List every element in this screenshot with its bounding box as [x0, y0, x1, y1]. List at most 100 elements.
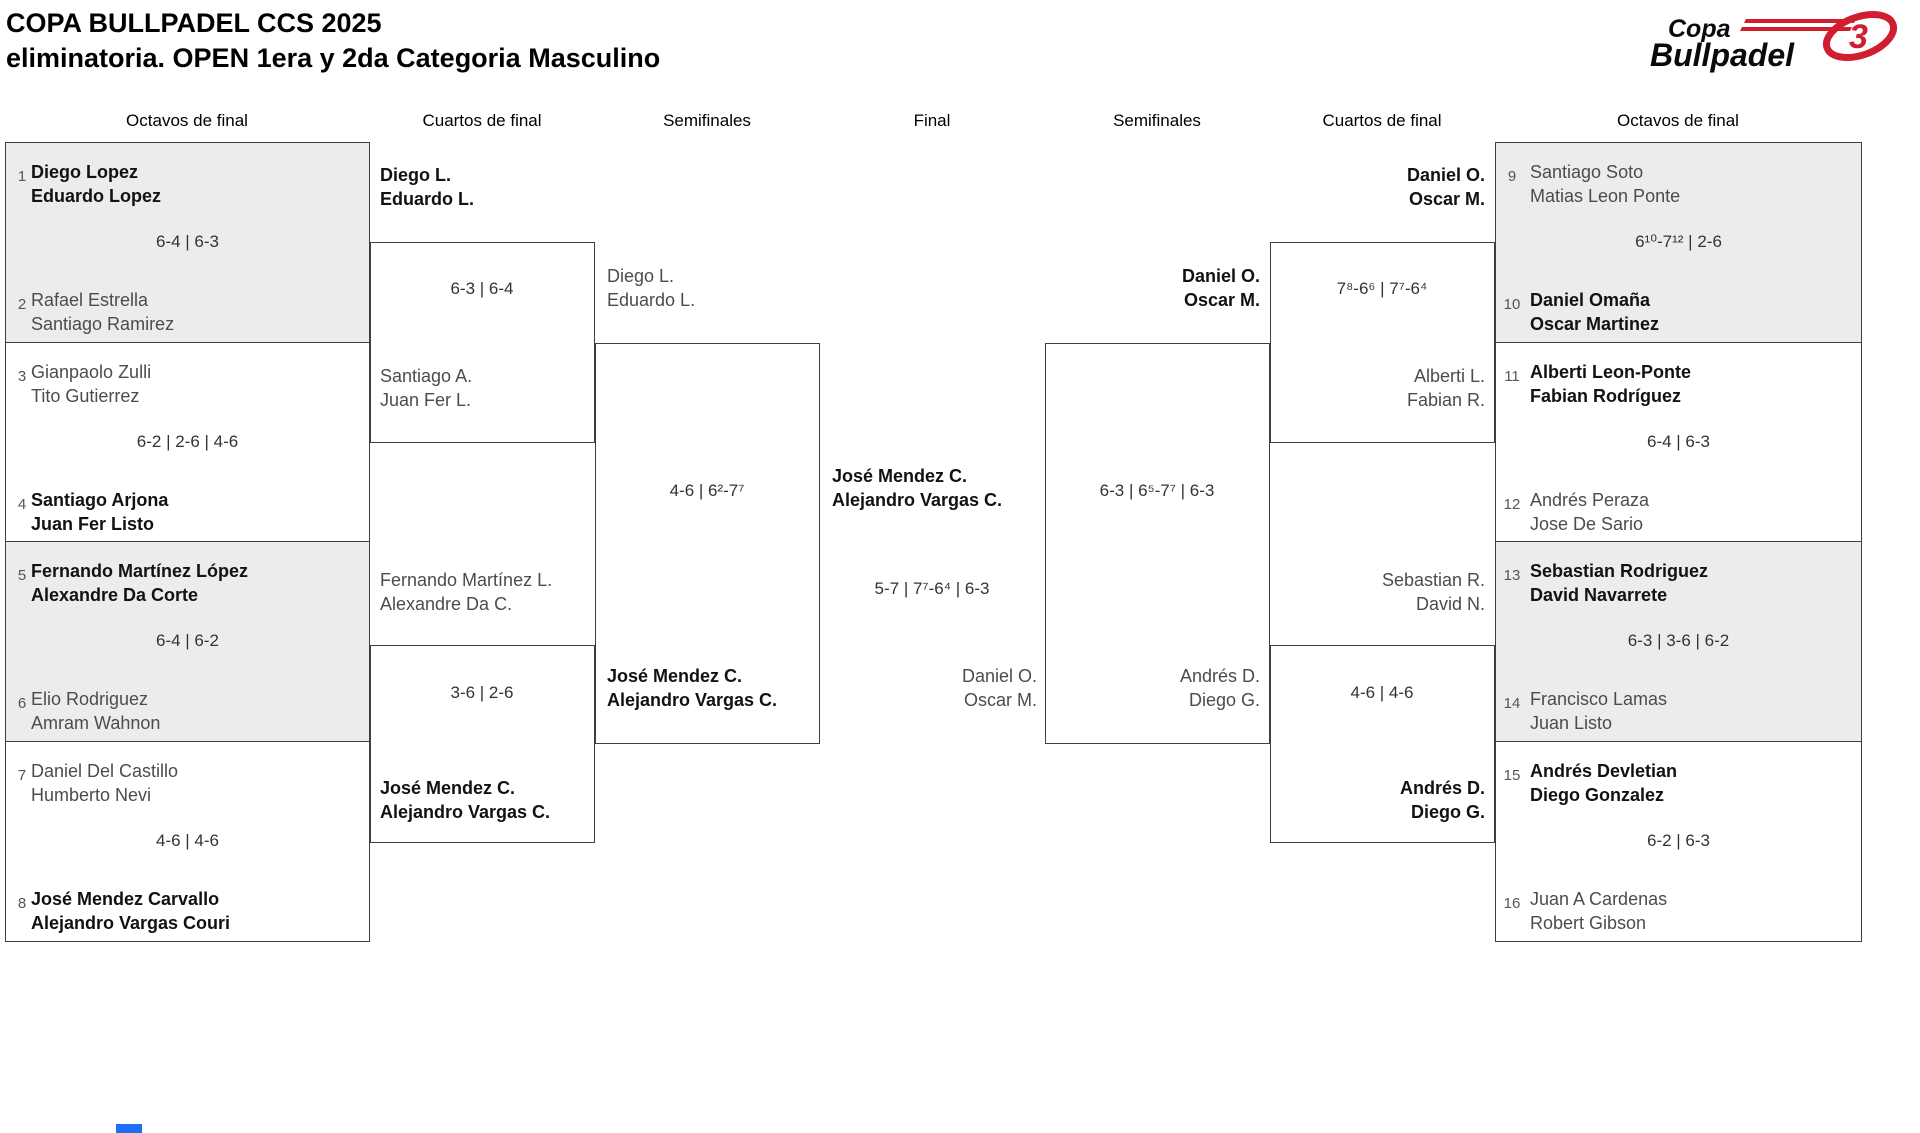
logo-graphic: Copa Bullpadel 3: [1650, 11, 1898, 73]
player-name: Daniel Del Castillo: [31, 760, 179, 781]
player-name: Alexandre Da Corte: [31, 585, 199, 605]
player-name: Gianpaolo Zulli: [31, 361, 152, 382]
team-name: Oscar M.: [1408, 189, 1485, 209]
copa-bullpadel-logo: Copa Bullpadel 3: [1648, 4, 1900, 78]
team-name: Sebastian R.: [1381, 570, 1485, 590]
round-header-semis-right: Semifinales: [1113, 111, 1201, 130]
sf-left-score: 4-6 | 6²-7⁷: [669, 481, 745, 500]
team-name: Alejandro Vargas C.: [607, 690, 778, 710]
match-9-10-cell: 9 Santiago Soto Matias Leon Ponte 6¹⁰-7¹…: [1496, 143, 1861, 343]
match-1-2-cell: 1 Diego Lopez Eduardo Lopez 6-4 | 6-3 2 …: [6, 143, 369, 343]
player-name: David Navarrete: [1530, 585, 1668, 605]
qf-left-2-team-b: José Mendez C. Alejandro Vargas C.: [380, 776, 550, 824]
player-name: Andrés Devletian: [1530, 760, 1678, 781]
qf-right-1-team-b: Alberti L. Fabian R.: [1265, 364, 1485, 412]
team-name: Eduardo L.: [607, 290, 696, 310]
player-name: Alejandro Vargas Couri: [31, 912, 231, 933]
seed-number: 6: [17, 695, 27, 712]
logo-speedline-top: [1744, 19, 1856, 23]
qf-left-1-score: 6-3 | 6-4: [450, 279, 514, 298]
player-name: Jose De Sario: [1530, 513, 1644, 534]
team-pair-seed14: Francisco Lamas Juan Listo: [1530, 687, 1667, 735]
round-header-cuartos-left: Cuartos de final: [422, 111, 542, 130]
seed-number: 12: [1503, 495, 1521, 513]
round-header-cuartos-right: Cuartos de final: [1322, 111, 1442, 130]
team-pair-seed16: Juan A Cardenas Robert Gibson: [1530, 887, 1667, 935]
player-name: Eduardo Lopez: [31, 186, 161, 206]
sf-left-team-b: José Mendez C. Alejandro Vargas C.: [607, 664, 777, 712]
player-name: Daniel Omaña: [1530, 290, 1651, 310]
sf-right-score: 6-3 | 6⁵-7⁷ | 6-3: [1099, 481, 1215, 500]
team-pair-seed11: Alberti Leon-Ponte Fabian Rodríguez: [1530, 360, 1691, 408]
player-name: José Mendez Carvallo: [31, 888, 220, 909]
octavos-left-box: 1 Diego Lopez Eduardo Lopez 6-4 | 6-3 2 …: [5, 142, 370, 942]
match-15-16-cell: 15 Andrés Devletian Diego Gonzalez 6-2 |…: [1496, 741, 1861, 941]
sf-left-team-a: Diego L. Eduardo L.: [607, 264, 695, 312]
qf-left-2-team-a: Fernando Martínez L. Alexandre Da C.: [380, 568, 552, 616]
match-score: 6¹⁰-7¹² | 2-6: [1635, 232, 1722, 251]
logo-text-copa: Copa: [1668, 15, 1731, 43]
qf-right-1-score: 7⁸-6⁶ | 7⁷-6⁴: [1336, 279, 1428, 298]
team-pair-seed8: José Mendez Carvallo Alejandro Vargas Co…: [31, 887, 230, 935]
team-name: Diego G.: [1188, 690, 1260, 710]
team-name: Diego G.: [1410, 802, 1485, 822]
qf-right-2-score: 4-6 | 4-6: [1350, 683, 1414, 702]
team-name: Fabian R.: [1406, 390, 1485, 410]
team-pair-seed6: Elio Rodriguez Amram Wahnon: [31, 687, 160, 735]
team-name: Juan Fer L.: [380, 390, 472, 410]
team-name: Alejandro Vargas C.: [832, 490, 1003, 510]
team-name: José Mendez C.: [607, 666, 743, 686]
team-pair-seed13: Sebastian Rodriguez David Navarrete: [1530, 559, 1708, 607]
logo-text-bullpadel: Bullpadel: [1650, 37, 1795, 73]
seed-number: 9: [1507, 168, 1517, 185]
quarterfinal-left-2-box: [370, 645, 595, 843]
player-name: Matias Leon Ponte: [1530, 186, 1681, 206]
match-score: 6-2 | 6-3: [1646, 830, 1710, 850]
match-score: 6-4 | 6-3: [1646, 431, 1710, 451]
match-5-6-cell: 5 Fernando Martínez López Alexandre Da C…: [6, 542, 369, 742]
team-name: Fernando Martínez L.: [380, 570, 553, 590]
match-7-8-cell: 7 Daniel Del Castillo Humberto Nevi 4-6 …: [6, 741, 369, 941]
qf-left-1-team-b: Santiago A. Juan Fer L.: [380, 364, 472, 412]
team-name: Oscar M.: [1183, 290, 1260, 310]
emblem-glyph: 3: [1849, 18, 1868, 56]
team-name: Eduardo L.: [380, 189, 474, 209]
team-name: David N.: [1415, 594, 1485, 614]
team-name: Andrés D.: [1399, 778, 1485, 798]
player-name: Diego Lopez: [31, 162, 138, 182]
player-name: Santiago Arjona: [31, 489, 169, 510]
semifinal-right-box: [1045, 343, 1270, 744]
quarterfinal-right-1-box: [1270, 242, 1495, 443]
team-name: Santiago A.: [380, 366, 473, 386]
player-name: Juan Listo: [1530, 713, 1613, 733]
team-name: Andrés D.: [1179, 666, 1260, 686]
sf-right-team-a: Daniel O. Oscar M.: [1040, 264, 1260, 312]
team-pair-seed7: Daniel Del Castillo Humberto Nevi: [31, 759, 178, 807]
player-name: Juan Fer Listo: [31, 513, 155, 534]
team-name: Alejandro Vargas C.: [380, 802, 551, 822]
player-name: Sebastian Rodriguez: [1530, 561, 1709, 581]
player-name: Fabian Rodríguez: [1530, 385, 1682, 406]
round-header-octavos-right: Octavos de final: [1617, 111, 1739, 130]
match-score: 6-4 | 6-2: [155, 631, 219, 650]
team-pair-seed12: Andrés Peraza Jose De Sario: [1530, 488, 1649, 536]
player-name: Juan A Cardenas: [1530, 888, 1668, 909]
player-name: Elio Rodriguez: [31, 689, 149, 709]
team-name: Daniel O.: [1406, 165, 1485, 185]
team-name: José Mendez C.: [832, 466, 968, 486]
player-name: Diego Gonzalez: [1530, 784, 1665, 805]
final-score: 5-7 | 7⁷-6⁴ | 6-3: [874, 579, 990, 598]
final-winner: José Mendez C. Alejandro Vargas C.: [832, 464, 1002, 512]
team-pair-seed15: Andrés Devletian Diego Gonzalez: [1530, 759, 1677, 807]
round-header-final: Final: [913, 111, 951, 130]
seed-number: 13: [1503, 567, 1521, 584]
match-score: 6-4 | 6-3: [155, 232, 219, 251]
octavos-right-box: 9 Santiago Soto Matias Leon Ponte 6¹⁰-7¹…: [1495, 142, 1862, 942]
player-name: Fernando Martínez López: [31, 561, 249, 581]
seed-number: 16: [1503, 894, 1521, 912]
seed-number: 3: [17, 367, 27, 385]
quarterfinal-right-2-box: [1270, 645, 1495, 843]
team-pair-seed5: Fernando Martínez López Alexandre Da Cor…: [31, 559, 248, 607]
team-name: Alexandre Da C.: [380, 594, 513, 614]
